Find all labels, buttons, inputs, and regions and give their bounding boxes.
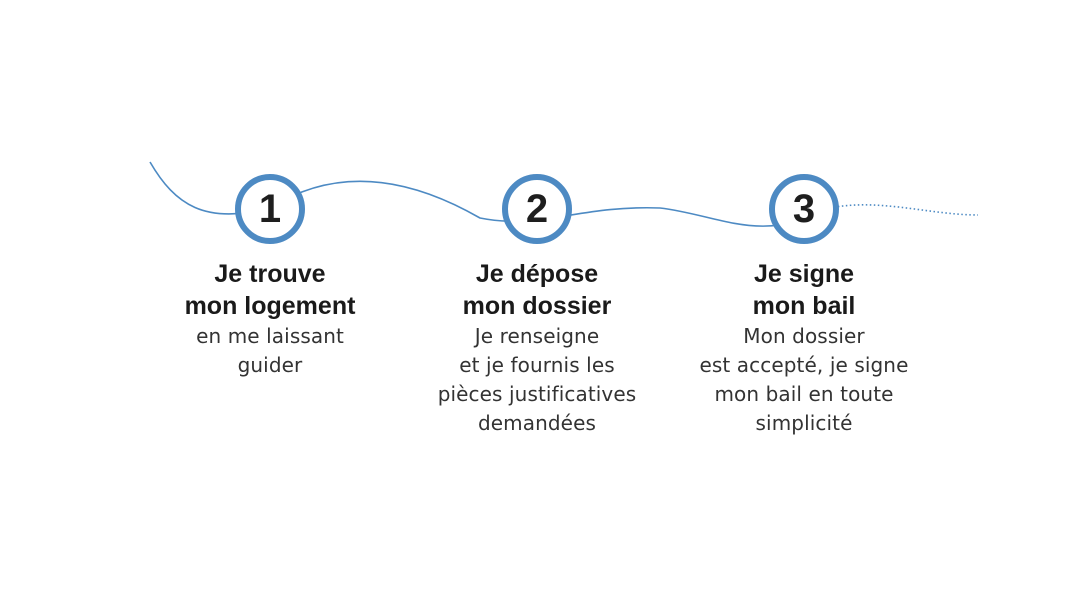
step-number-badge: 2 bbox=[502, 174, 572, 244]
step-description-line: est accepté, je signe bbox=[699, 353, 909, 377]
step-title: Je trouve mon logement bbox=[140, 258, 400, 322]
step-number-badge: 1 bbox=[235, 174, 305, 244]
step-description: Je renseigne et je fournis les pièces ju… bbox=[407, 322, 667, 438]
step-description: en me laissant guider bbox=[140, 322, 400, 380]
step-description-line: pièces justificatives bbox=[437, 382, 637, 406]
wave-dotted-tail bbox=[829, 204, 979, 216]
step-title: Je dépose mon dossier bbox=[407, 258, 667, 322]
step-description-line: en me laissant bbox=[196, 324, 344, 348]
step-description-line: Mon dossier bbox=[743, 324, 865, 348]
step-title: Je signe mon bail bbox=[674, 258, 934, 322]
step-description-line: demandées bbox=[477, 411, 597, 435]
step-1: 1 Je trouve mon logement en me laissant … bbox=[140, 174, 400, 380]
step-title-line: Je signe bbox=[753, 260, 855, 288]
step-2: 2 Je dépose mon dossier Je renseigne et … bbox=[407, 174, 667, 438]
step-title-line: Je dépose bbox=[475, 260, 599, 288]
step-title-line: mon logement bbox=[184, 292, 356, 320]
step-title-line: mon dossier bbox=[462, 292, 612, 320]
step-description-line: simplicité bbox=[755, 411, 853, 435]
step-number-badge: 3 bbox=[769, 174, 839, 244]
step-description-line: guider bbox=[237, 353, 303, 377]
step-3: 3 Je signe mon bail Mon dossier est acce… bbox=[674, 174, 934, 438]
step-title-line: Je trouve bbox=[214, 260, 326, 288]
step-description-line: et je fournis les bbox=[459, 353, 615, 377]
step-description: Mon dossier est accepté, je signe mon ba… bbox=[674, 322, 934, 438]
step-description-line: mon bail en toute bbox=[714, 382, 894, 406]
step-title-line: mon bail bbox=[752, 292, 856, 320]
wave-line bbox=[149, 161, 831, 227]
step-description-line: Je renseigne bbox=[474, 324, 600, 348]
